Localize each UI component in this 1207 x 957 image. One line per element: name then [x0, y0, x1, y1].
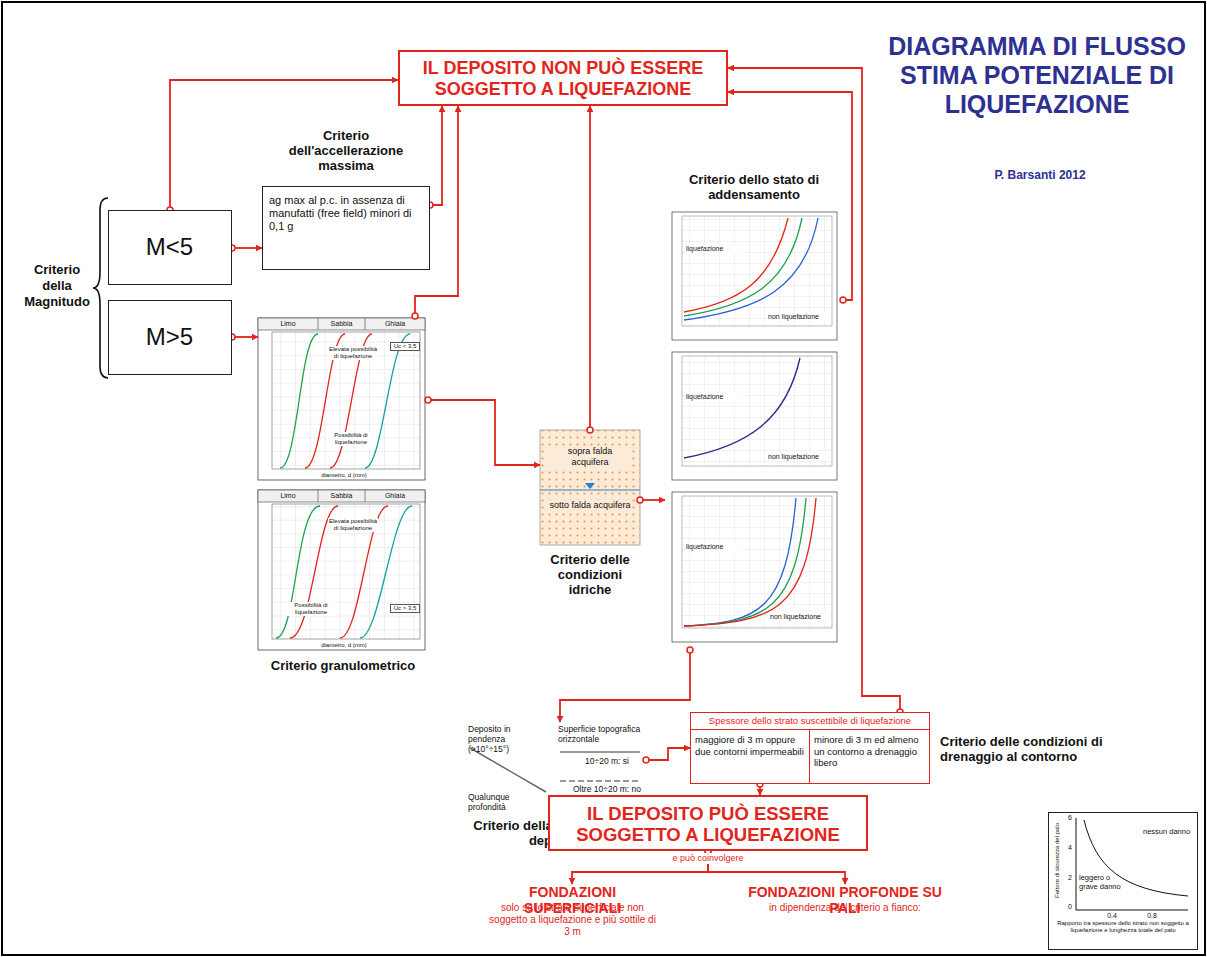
annotation-label: liquefazione — [686, 244, 742, 253]
node-text: Rapporto tra spessore dello strato non s… — [1055, 920, 1191, 934]
start-dot — [412, 313, 418, 319]
node-text: leggero o grave danno — [1079, 873, 1131, 891]
annotation-label: e può coinvolgere — [662, 853, 754, 864]
annotation-label: Possibilità di liquefazione — [286, 602, 336, 616]
density-chart — [672, 352, 837, 480]
annotation-label: Sabbia — [318, 319, 365, 329]
water-table-box — [540, 430, 640, 545]
grain-size-chart — [258, 490, 425, 650]
annotation-label: Possibilità di liquefazione — [326, 432, 376, 446]
node-text: solo se lo strato superficiale non sogge… — [485, 902, 660, 938]
result-box: IL DEPOSITO PUÒ ESSERE SOGGETTO A LIQUEF… — [548, 795, 868, 851]
annotation-label: P. Barsanti 2012 — [955, 168, 1125, 182]
node-text: Criterio dell'accellerazione massima — [266, 128, 426, 173]
start-dot — [425, 397, 431, 403]
annotation-label: Limo — [258, 319, 318, 329]
node-text: 10÷20 m: si — [570, 756, 644, 766]
annotation-label: 4 — [1060, 844, 1072, 852]
node-text: M>5 — [109, 323, 230, 352]
node-text: Spessore dello strato suscettibile di li… — [693, 715, 927, 726]
annotation-label: 0 — [1060, 903, 1072, 911]
flow-arrow — [232, 336, 258, 338]
node-text: sopra falda acquifera — [548, 446, 632, 468]
annotation-label: liquefazione — [686, 392, 742, 401]
magnitude-box: M<5 — [108, 210, 232, 285]
annotation-label: 6 — [1060, 814, 1072, 822]
node-text: in dipendenza del criterio a fianco: — [740, 902, 950, 914]
annotation-label: 2 — [1060, 874, 1072, 882]
annotation-label: non liquefazione — [770, 612, 830, 621]
node-text: IL DEPOSITO PUÒ ESSERE SOGGETTO A LIQUEF… — [555, 803, 861, 845]
annotation-label: Elevata possibilità di liquefazione — [328, 518, 378, 532]
criterion-panel: sopra falda acquifera sotto falda acquife… — [540, 430, 640, 602]
node-text: Deposito in pendenza (>10°÷15°) — [468, 724, 532, 754]
outcome-box: FONDAZIONI PROFONDE SU PALIin dipendenza… — [740, 884, 950, 930]
annotation-label: Uc < 3,5 — [390, 342, 420, 351]
node-text: M<5 — [109, 233, 230, 262]
annotation-label: 0.4 — [1101, 912, 1123, 920]
annotation-label: non liquefazione — [768, 452, 830, 461]
density-chart — [672, 492, 837, 642]
annotation-label: Uc > 3,5 — [390, 604, 420, 613]
box-outline — [690, 729, 930, 730]
result-box: IL DEPOSITO NON PUÒ ESSERE SOGGETTO A LI… — [398, 50, 728, 106]
start-dot — [840, 297, 846, 303]
node-text: sotto falda acquifera — [548, 500, 632, 511]
annotation-label: liquefazione — [686, 542, 742, 551]
node-text: Superficie topografica orizzontale — [558, 724, 644, 744]
criterion-box: Criterio dell'accellerazione massima ag m… — [262, 128, 430, 270]
density-chart — [672, 212, 837, 340]
annotation-label: Limo — [258, 491, 318, 501]
node-text: ag max al p.c. in assenza di manufatti (… — [269, 194, 423, 233]
diagram-title: DIAGRAMMA DI FLUSSO STIMA POTENZIALE DI … — [878, 32, 1196, 119]
flow-arrow — [560, 650, 690, 722]
node-text: Fattore di sicurezza del palo — [1054, 815, 1061, 907]
node-text: minore di 3 m ed almeno un contorno a dr… — [814, 734, 927, 769]
outcome-box: FONDAZIONI SUPERFICIALIsolo se lo strato… — [485, 884, 660, 948]
flow-arrow — [646, 748, 690, 760]
node-text: Criterio delle condizioni idriche — [540, 552, 640, 597]
flow-arrow — [428, 400, 540, 465]
node-text: IL DEPOSITO NON PUÒ ESSERE SOGGETTO A LI… — [406, 58, 720, 100]
annotation-label: Elevata possibilità di liquefazione — [328, 346, 378, 360]
flow-arrow — [430, 106, 442, 205]
annotation-label: Ghiaia — [365, 319, 425, 329]
node-text: Oltre 10÷20 m: no — [570, 784, 644, 794]
node-text: Criterio granulometrico — [258, 658, 428, 673]
flow-arrow — [728, 68, 900, 712]
annotation-label: non liquefazione — [768, 312, 830, 321]
box-outline — [809, 729, 810, 784]
magnitude-box: M>5 — [108, 300, 232, 375]
node-text: nessun danno — [1143, 827, 1191, 836]
flow-arrow — [589, 106, 591, 430]
start-dot — [637, 497, 643, 503]
annotation-label: 0.8 — [1141, 912, 1163, 920]
flow-arrow — [232, 247, 262, 249]
magnitude-brace — [93, 198, 108, 378]
annotation-label: Ghiaia — [365, 491, 425, 501]
annotation-label: diametro, d (mm) — [302, 471, 386, 479]
start-dot — [643, 757, 649, 763]
node-text: Qualunque profondità — [468, 792, 540, 812]
start-dot — [687, 647, 693, 653]
criterion-box: Spessore dello strato suscettibile di li… — [690, 712, 1170, 784]
node-text: Criterio dello stato di addensamento — [665, 172, 843, 202]
annotation-label: diametro, d (mm) — [302, 641, 386, 649]
node-text: Criterio delle condizioni di drenaggio a… — [940, 734, 1166, 764]
annotation-label: Sabbia — [318, 491, 365, 501]
node-text: maggiore di 3 m oppure due contorni impe… — [695, 734, 806, 757]
start-dot — [587, 427, 593, 433]
grain-size-chart — [258, 318, 425, 480]
annotation-label: Criterio della Magnitudo — [18, 262, 96, 310]
